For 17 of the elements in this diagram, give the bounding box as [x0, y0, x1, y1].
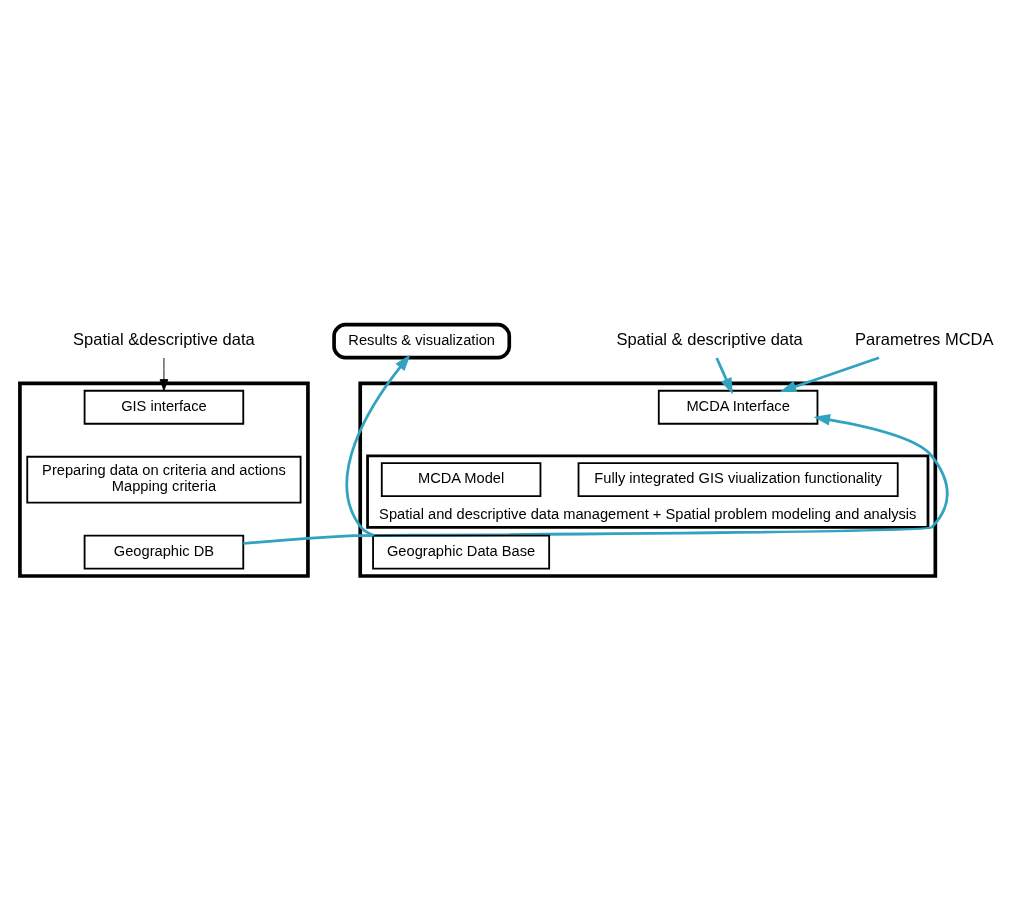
node-text: Spatial &descriptive data — [73, 329, 255, 348]
arrow — [345, 353, 411, 537]
node-text: Spatial & descriptive data — [616, 329, 803, 348]
arrow — [715, 356, 733, 394]
node-box: GIS interface — [83, 389, 245, 425]
arrow — [779, 355, 880, 392]
node-box: Geographic DB — [83, 534, 245, 570]
arrow — [243, 413, 949, 545]
cluster — [18, 381, 310, 578]
node-text: Parametres MCDA — [855, 329, 994, 348]
node-box: Fully integrated GIS viualization functionality — [577, 461, 899, 497]
node-box: Results & visualization — [332, 322, 512, 360]
node-box: MCDA Model — [380, 461, 542, 497]
arrow — [159, 357, 169, 391]
node-box: MCDA Interface — [657, 389, 819, 425]
node-box: Preparing data on criteria and actions Mapping criteria — [26, 455, 302, 504]
node-box: Geographic Data Base — [372, 534, 551, 570]
